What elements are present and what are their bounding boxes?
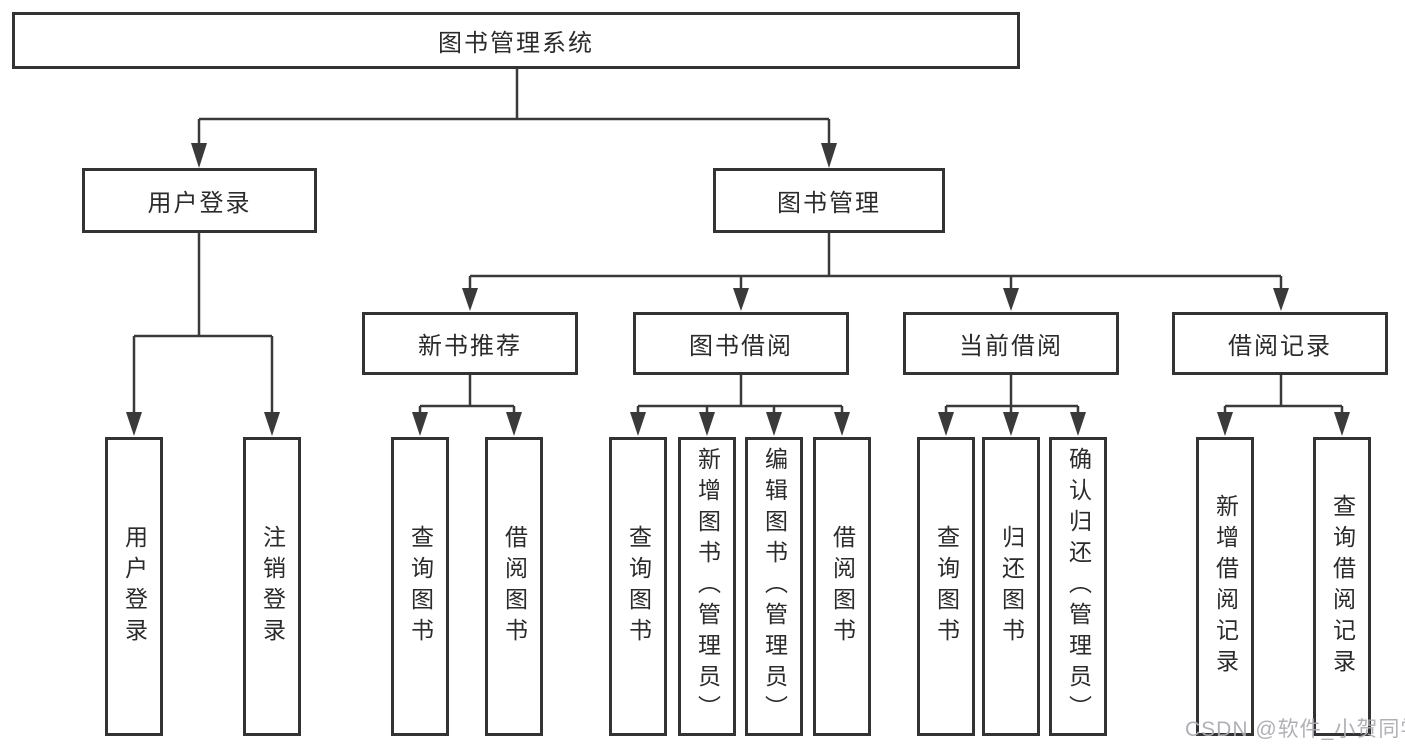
leaf-query-books-recommend: 查询图书: [391, 437, 449, 736]
leaf-confirm-return-admin: 确认归还（管理员）: [1049, 437, 1107, 736]
csdn-watermark: CSDN @软件_小贺同学: [1185, 718, 1405, 741]
leaf-logout: 注销登录: [243, 437, 301, 736]
node-label: 当前借阅: [959, 333, 1063, 360]
leaf-label: 借阅图书: [501, 524, 528, 649]
node-label: 新书推荐: [418, 333, 522, 360]
leaf-borrow-books: 借阅图书: [813, 437, 871, 736]
leaf-label: 新增借阅记录: [1212, 493, 1239, 680]
leaf-label: 归还图书: [998, 524, 1025, 649]
leaf-label: 查询借阅记录: [1329, 493, 1356, 680]
leaf-query-books-borrowing: 查询图书: [609, 437, 667, 736]
node-label: 图书管理系统: [438, 30, 594, 57]
leaf-label: 查询图书: [933, 524, 960, 649]
node-label: 图书管理: [777, 190, 881, 217]
leaf-label: 用户登录: [121, 524, 148, 649]
leaf-add-books-admin: 新增图书（管理员）: [678, 437, 736, 736]
leaf-label: 查询图书: [625, 524, 652, 649]
leaf-label: 确认归还（管理员）: [1065, 447, 1092, 726]
node-current-borrowing: 当前借阅: [903, 312, 1119, 375]
node-label: 用户登录: [147, 190, 252, 217]
node-borrowing-records: 借阅记录: [1172, 312, 1388, 375]
node-book-borrowing: 图书借阅: [633, 312, 849, 375]
leaf-query-borrow-record: 查询借阅记录: [1313, 437, 1371, 736]
node-label: 图书借阅: [689, 333, 793, 360]
leaf-label: 注销登录: [259, 524, 286, 649]
leaf-label: 新增图书（管理员）: [694, 447, 721, 726]
node-library-management-system: 图书管理系统: [12, 12, 1020, 69]
node-new-book-recommend: 新书推荐: [362, 312, 578, 375]
leaf-edit-books-admin: 编辑图书（管理员）: [745, 437, 803, 736]
leaf-user-login: 用户登录: [105, 437, 163, 736]
leaf-label: 借阅图书: [829, 524, 856, 649]
leaf-add-borrow-record: 新增借阅记录: [1196, 437, 1254, 736]
leaf-label: 查询图书: [407, 524, 434, 649]
leaf-query-books-current: 查询图书: [917, 437, 975, 736]
leaf-return-books: 归还图书: [982, 437, 1040, 736]
node-label: 借阅记录: [1228, 333, 1332, 360]
node-book-management: 图书管理: [713, 168, 945, 233]
leaf-label: 编辑图书（管理员）: [761, 447, 788, 726]
leaf-borrow-books-recommend: 借阅图书: [485, 437, 543, 736]
node-user-login: 用户登录: [82, 168, 317, 233]
